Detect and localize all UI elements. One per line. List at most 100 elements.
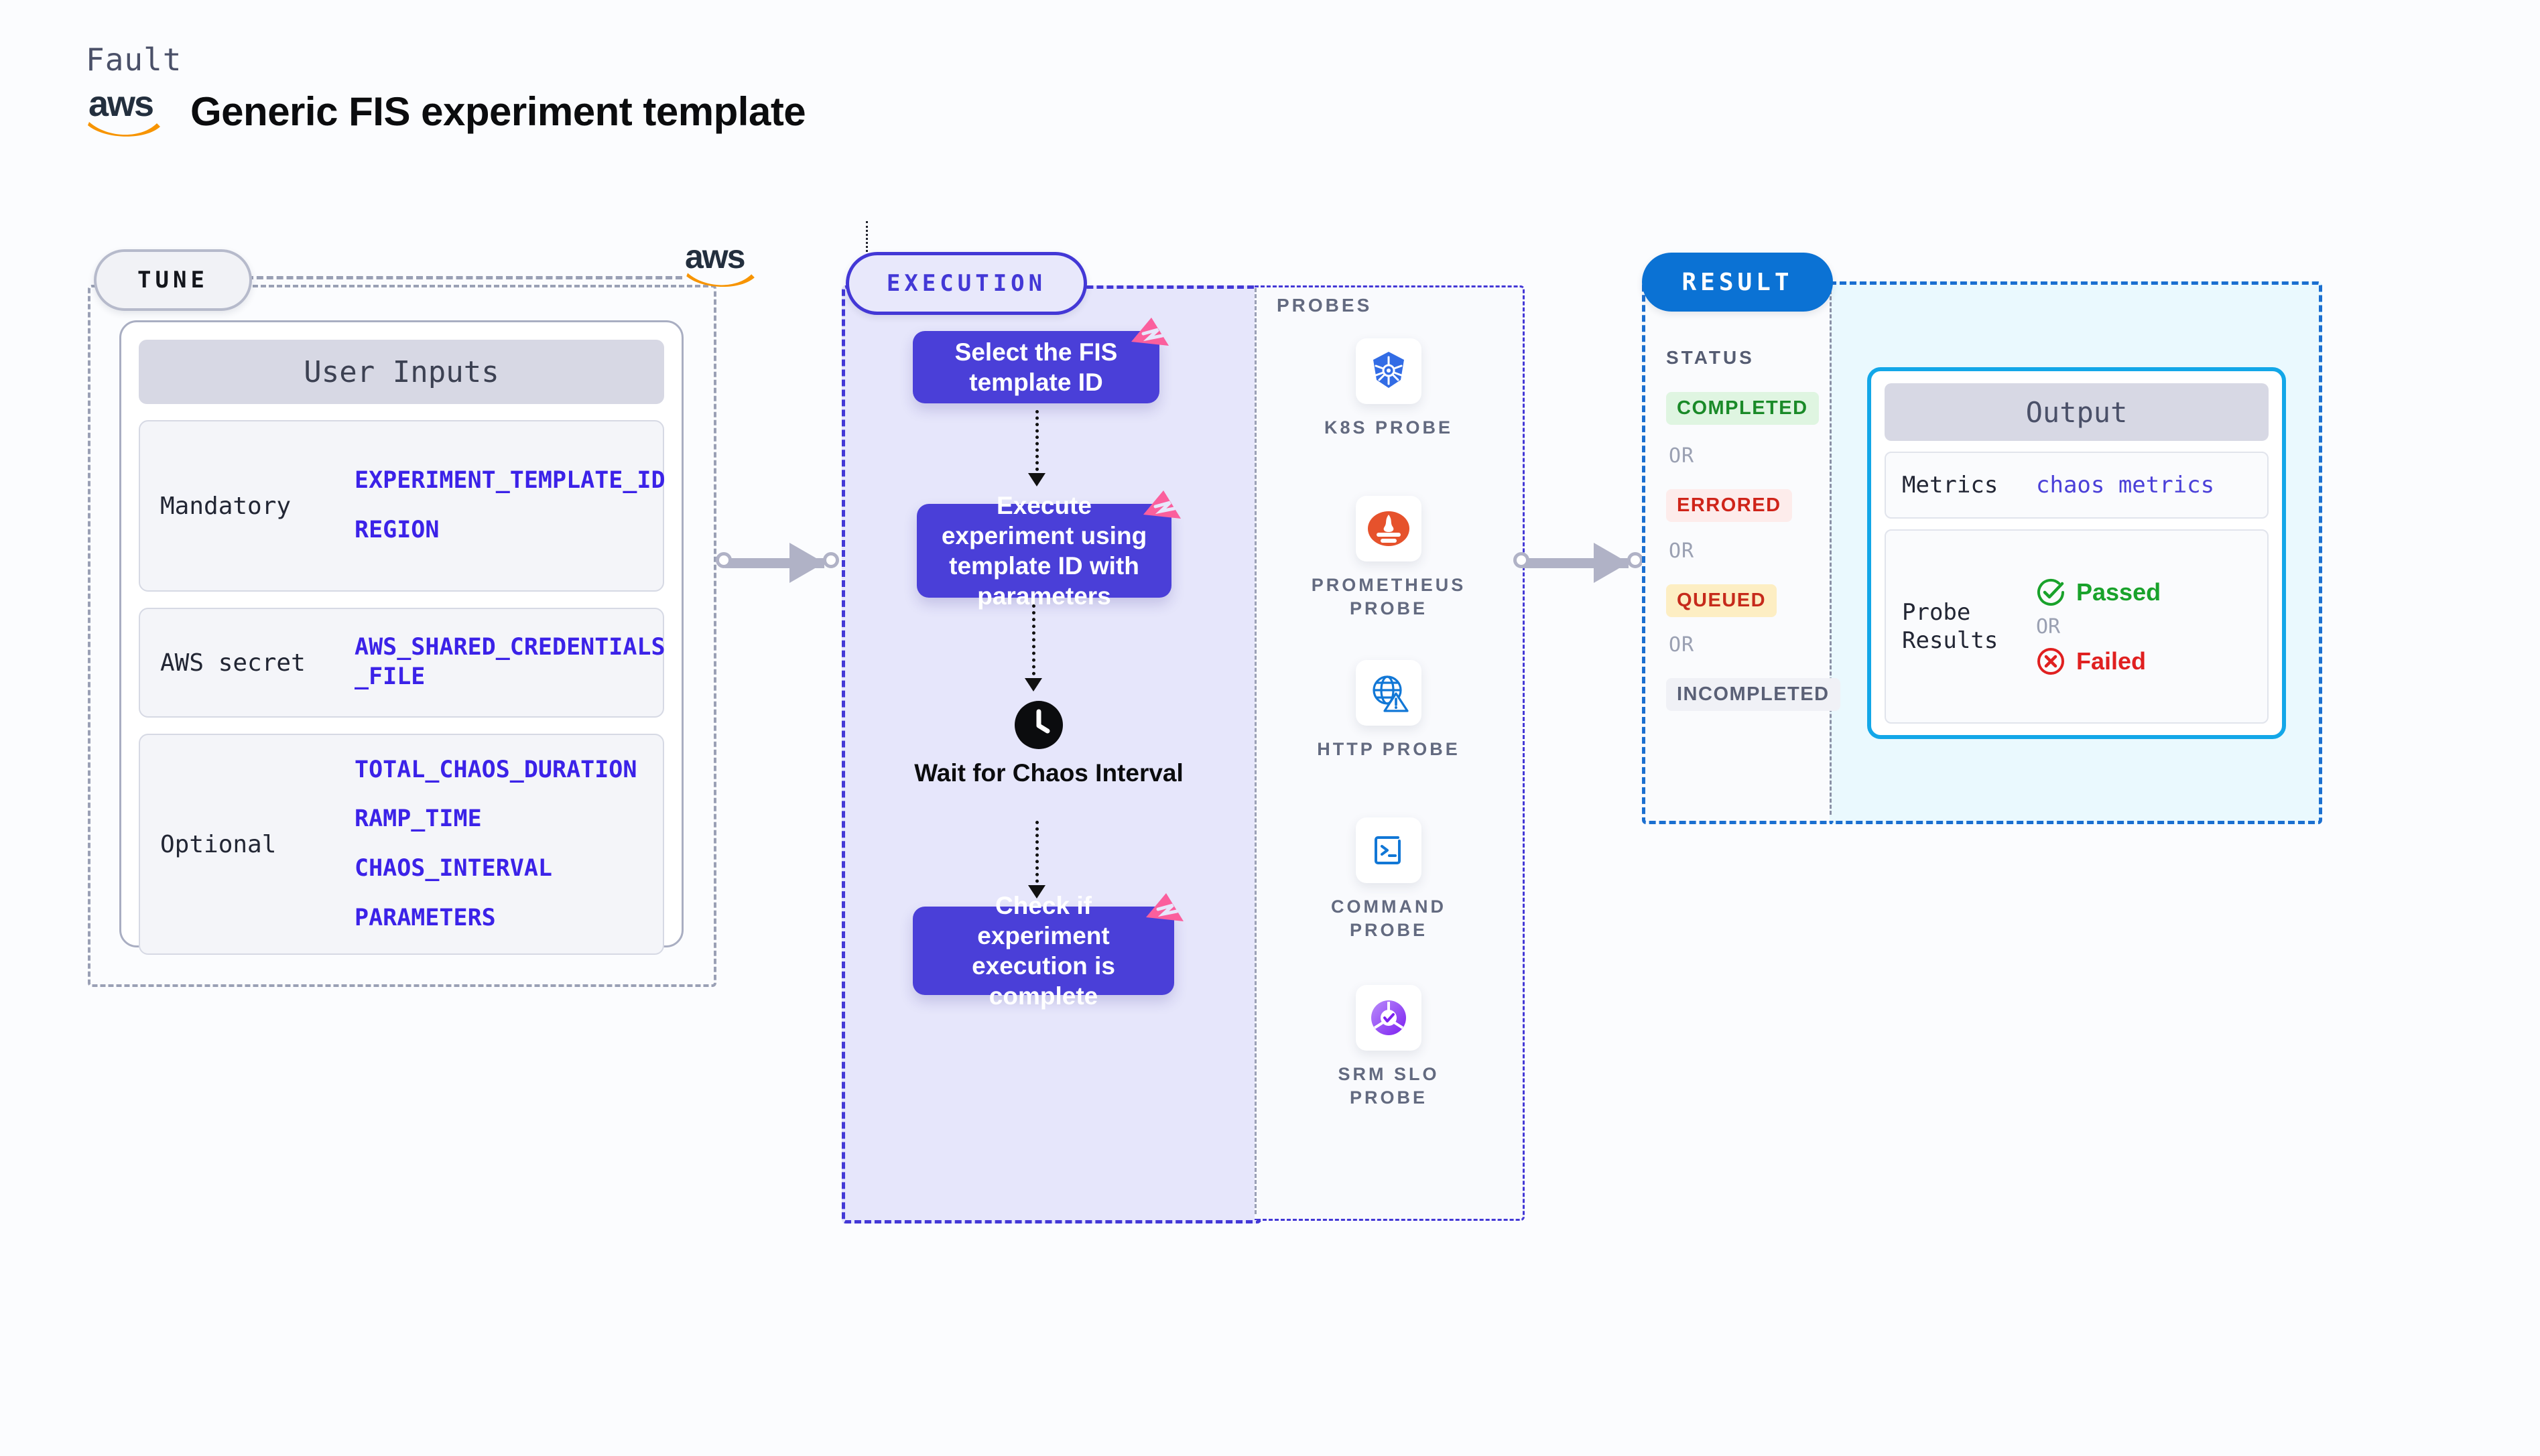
group-label: Optional (160, 830, 277, 858)
probe-icon-tile (1356, 817, 1421, 883)
metrics-label: Metrics (1902, 471, 1998, 499)
probes-section (1255, 285, 1525, 1221)
env-var: EXPERIMENT_TEMPLATE_ID (355, 467, 665, 494)
status-badge-incompleted: INCOMPLETED (1666, 678, 1840, 711)
arrow-step1-to-step2 (1028, 410, 1045, 486)
arrow-step2-to-wait (1025, 604, 1042, 691)
aws-inline-logo: aws (682, 240, 763, 291)
probes-title: PROBES (1277, 295, 1373, 316)
probe-icon-tile (1356, 338, 1421, 404)
check-circle-icon (2037, 578, 2064, 606)
probe-icon-tile (1356, 985, 1421, 1051)
user-inputs-card: User Inputs Mandatory EXPERIMENT_TEMPLAT… (119, 320, 684, 955)
status-badge-label: QUEUED (1677, 590, 1767, 611)
status-badge-label: INCOMPLETED (1677, 683, 1830, 705)
probe-icon-tile (1356, 496, 1421, 561)
execution-section (842, 285, 1261, 1223)
litmus-chaos-icon (1131, 318, 1169, 346)
tune-dashed-connector (247, 276, 682, 279)
or-separator: OR (1669, 539, 1695, 563)
input-group-aws-secret: AWS secret AWS_SHARED_CREDENTIALS _FILE (139, 608, 665, 718)
aws-inline-smile-icon (686, 273, 755, 287)
probe-label: K8S PROBE (1324, 417, 1454, 438)
aws-smile-icon (88, 122, 160, 137)
clock-icon (1015, 701, 1063, 749)
probe-icon-tile (1356, 660, 1421, 726)
flow-step-label: Check if experiment execution is complet… (972, 891, 1115, 1010)
status-badge-label: COMPLETED (1677, 397, 1808, 419)
probe-result-failed: Failed (2036, 647, 2161, 676)
or-separator: OR (1669, 633, 1695, 657)
prometheus-icon (1368, 511, 1409, 546)
probe-label: COMMAND PROBE (1331, 897, 1446, 940)
connector-execution-to-result (1513, 543, 1647, 583)
srm-slo-icon (1371, 1000, 1406, 1035)
probes-divider (1255, 288, 1257, 1214)
litmus-chaos-icon (1146, 893, 1184, 921)
http-globe-warning-icon (1373, 675, 1409, 712)
tune-section (88, 285, 716, 987)
group-label: Mandatory (160, 492, 292, 520)
input-group-optional: Optional TOTAL_CHAOS_DURATION RAMP_TIME … (139, 734, 664, 955)
result-pill[interactable]: RESULT (1642, 253, 1833, 312)
flow-step-label: Execute experiment using template ID wit… (941, 491, 1147, 610)
execution-pill-label: EXECUTION (886, 270, 1047, 297)
failed-label: Failed (2076, 647, 2147, 675)
tune-pill-label: TUNE (137, 267, 208, 293)
connector-end-dot (823, 552, 839, 568)
result-pill-label: RESULT (1681, 268, 1793, 296)
probe-label: SRM SLO PROBE (1338, 1064, 1440, 1108)
execution-top-dotted-stub (866, 221, 868, 256)
aws-logo: aws (86, 86, 166, 137)
connector-start-dot (716, 552, 732, 568)
status-badge-label: ERRORED (1677, 494, 1781, 516)
input-group-mandatory: Mandatory EXPERIMENT_TEMPLATE_ID REGION (139, 420, 665, 592)
connector-start-dot (1513, 552, 1529, 568)
flow-step-check-complete[interactable]: Check if experiment execution is complet… (913, 892, 1184, 1010)
or-separator: OR (1669, 444, 1695, 468)
env-var: PARAMETERS (355, 904, 496, 931)
group-label: AWS secret (160, 649, 306, 677)
wait-node-label: Wait for Chaos Interval (914, 759, 1184, 787)
result-section (1642, 281, 1833, 824)
connector-tune-to-execution (716, 543, 843, 583)
flow-step-select-template[interactable]: Select the FIS template ID (913, 318, 1169, 403)
user-inputs-title: User Inputs (139, 340, 664, 404)
execution-pill[interactable]: EXECUTION (846, 252, 1087, 315)
probe-item-k8s[interactable]: K8S PROBE (1301, 338, 1476, 440)
arrow-wait-to-check (1028, 821, 1045, 899)
result-divider (1830, 284, 1832, 815)
status-badge-errored: ERRORED (1666, 489, 1792, 522)
aws-logo-text: aws (88, 84, 154, 124)
env-var: RAMP_TIME (355, 805, 482, 833)
aws-inline-logo-text: aws (685, 238, 746, 275)
eyebrow-label: Fault (86, 42, 182, 78)
status-title: STATUS (1666, 347, 1755, 368)
connector-end-dot (1627, 552, 1643, 568)
env-var: AWS_SHARED_CREDENTIALS _FILE (355, 634, 665, 690)
flow-step-execute-experiment[interactable]: Execute experiment using template ID wit… (917, 490, 1181, 610)
probe-result-passed: Passed (2036, 578, 2161, 607)
probe-label: HTTP PROBE (1317, 739, 1460, 759)
probe-item-srm-slo[interactable]: SRM SLO PROBE (1301, 985, 1476, 1109)
page-header: Fault aws Generic FIS experiment templat… (86, 42, 806, 137)
flow-step-label: Select the FIS template ID (954, 338, 1118, 396)
probe-item-command[interactable]: COMMAND PROBE (1301, 817, 1476, 941)
output-title: Output (1885, 383, 2269, 441)
tune-pill[interactable]: TUNE (94, 249, 252, 311)
env-var: CHAOS_INTERVAL (355, 855, 553, 882)
env-var: REGION (355, 517, 440, 543)
terminal-icon (1375, 836, 1401, 864)
x-circle-icon (2037, 647, 2064, 675)
probe-item-http[interactable]: HTTP PROBE (1301, 660, 1476, 761)
probe-item-prometheus[interactable]: PROMETHEUS PROBE (1301, 496, 1476, 620)
probe-results-label: Probe Results (1902, 598, 1998, 655)
kubernetes-icon (1373, 352, 1404, 388)
metrics-value: chaos metrics (2036, 472, 2215, 499)
output-row-probe-results: Probe Results Passed OR Failed (1885, 529, 2269, 724)
or-separator: OR (2036, 614, 2061, 639)
status-badge-queued: QUEUED (1666, 584, 1777, 617)
env-var: TOTAL_CHAOS_DURATION (355, 756, 637, 783)
probe-label: PROMETHEUS PROBE (1311, 575, 1466, 618)
status-badge-completed: COMPLETED (1666, 392, 1819, 425)
